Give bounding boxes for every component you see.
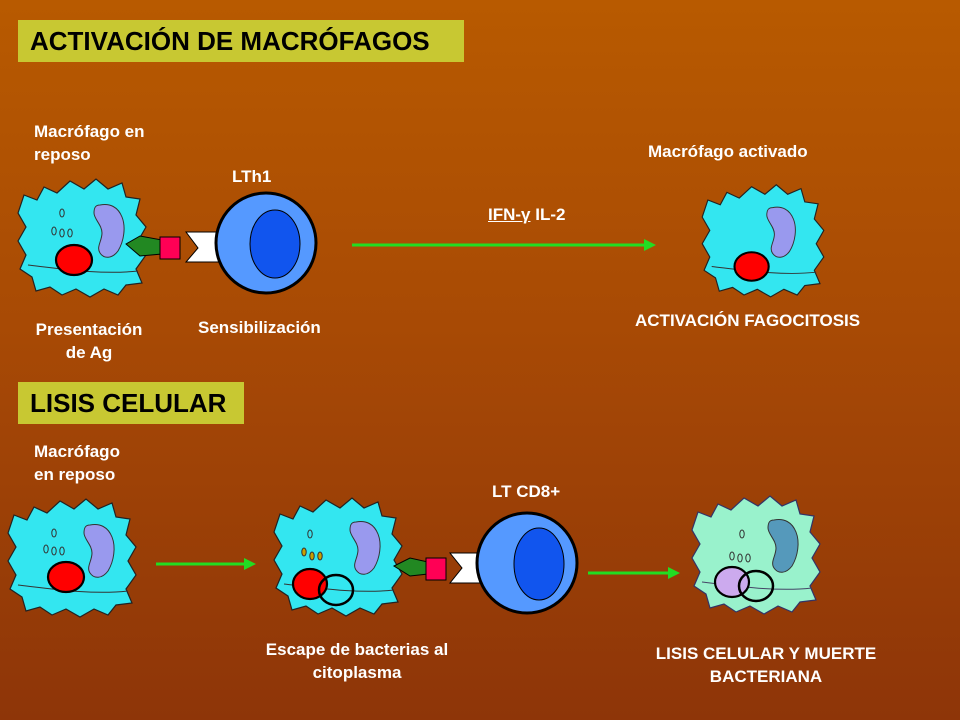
macrophage-resting-2 xyxy=(7,498,137,618)
lymphocyte-ltcd8 xyxy=(475,511,579,615)
label-escape-line1: Escape de bacterias al xyxy=(265,640,449,659)
lymphocyte-lth1 xyxy=(214,191,318,295)
label-lysis-line1: LISIS CELULAR Y MUERTE xyxy=(655,644,877,663)
label-macrophage-activated: Macrófago activado xyxy=(648,142,808,161)
label-ltcd8: LT CD8+ xyxy=(492,482,561,501)
macrophage-lysed xyxy=(691,495,821,615)
label-il2: IL-2 xyxy=(530,205,566,224)
macrophage-escape xyxy=(273,497,403,617)
label-lysis-line2: BACTERIANA xyxy=(709,667,823,686)
macrophage-resting-1 xyxy=(17,178,147,298)
label-presentation-line1: Presentación xyxy=(35,320,143,339)
arrow-lysis xyxy=(588,567,680,579)
label-escape-line2: citoplasma xyxy=(312,663,402,682)
antigen-square-2 xyxy=(425,557,447,581)
label-macrophage-resting-2-line1: Macrófago xyxy=(34,442,120,461)
label-presentation: Presentación de Ag xyxy=(14,318,164,364)
section-title-lysis: LISIS CELULAR xyxy=(18,382,244,424)
label-ifn-gamma: IFN-γ xyxy=(488,205,531,224)
label-lth1: LTh1 xyxy=(232,167,272,186)
section-title-activation: ACTIVACIÓN DE MACRÓFAGOS xyxy=(18,20,464,62)
label-macrophage-resting-2: Macrófago en reposo xyxy=(34,440,120,486)
label-escape: Escape de bacterias al citoplasma xyxy=(234,638,480,684)
label-presentation-line2: de Ag xyxy=(65,343,113,362)
label-macrophage-resting-2-line2: en reposo xyxy=(34,465,116,484)
arrow-activation xyxy=(352,239,656,251)
arrow-escape xyxy=(156,558,256,570)
label-macrophage-resting: Macrófago en reposo xyxy=(34,120,145,166)
label-lysis: LISIS CELULAR Y MUERTE BACTERIANA xyxy=(618,642,914,688)
label-cytokines: IFN-γ IL-2 xyxy=(488,203,565,226)
label-activation-phagocytosis: ACTIVACIÓN FAGOCITOSIS xyxy=(635,311,861,330)
label-macrophage-resting-line1: Macrófago en xyxy=(34,122,145,141)
label-sensitization: Sensibilización xyxy=(198,318,321,337)
antigen-square xyxy=(159,236,181,260)
label-macrophage-resting-line2: reposo xyxy=(34,145,91,164)
macrophage-activated xyxy=(701,184,825,298)
